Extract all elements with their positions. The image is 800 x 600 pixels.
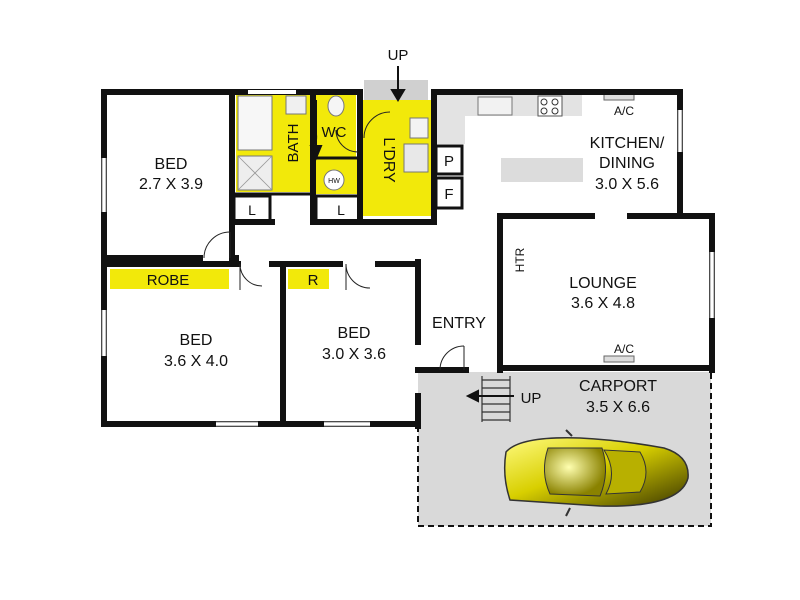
bed3-size: 3.0 X 3.6	[322, 346, 386, 363]
bed1-size: 2.7 X 3.9	[139, 176, 203, 193]
carport-size: 3.5 X 6.6	[586, 399, 650, 416]
bed2-name: BED	[180, 332, 213, 349]
kitchen-island	[501, 158, 583, 182]
hw-label: HW	[328, 178, 340, 185]
up-carport-label: UP	[521, 390, 542, 407]
bathtub	[237, 95, 273, 151]
up-top-label: UP	[388, 47, 409, 64]
laundry-label: L'DRY	[380, 137, 397, 183]
ac-kitchen-label: A/C	[614, 104, 634, 118]
lounge-size: 3.6 X 4.8	[571, 295, 635, 312]
heater-block	[497, 248, 503, 272]
bed3-name: BED	[338, 325, 371, 342]
heater-label: HTR	[513, 247, 527, 272]
bath-label: BATH	[285, 124, 302, 163]
linen-label-2: L	[337, 202, 345, 218]
entry-label: ENTRY	[432, 315, 486, 332]
up-arrow-carport	[465, 389, 514, 403]
toilet	[327, 95, 345, 117]
kitchen-name-1: KITCHEN/	[590, 135, 665, 152]
r-label: R	[308, 272, 319, 289]
linen-label-1: L	[248, 202, 256, 218]
robe-area	[110, 269, 229, 289]
laundry-machine	[409, 117, 429, 139]
bed1-name: BED	[155, 156, 188, 173]
kitchen-size: 3.0 X 5.6	[595, 176, 659, 193]
windows	[102, 90, 714, 426]
bath-basin	[285, 95, 307, 115]
robe-label: ROBE	[147, 272, 190, 289]
door-swings	[203, 111, 465, 371]
pantry-label: P	[444, 153, 454, 170]
fridge-label: F	[444, 186, 453, 203]
wc-label: WC	[322, 124, 347, 141]
carport-dashed-outline	[417, 372, 712, 527]
carport-name: CARPORT	[579, 378, 657, 395]
ac-unit-lounge	[603, 355, 635, 363]
laundry-trough	[403, 143, 429, 173]
hw-unit	[323, 169, 345, 191]
cooktop	[537, 95, 563, 117]
bed2-size: 3.6 X 4.0	[164, 353, 228, 370]
inner-thin-walls	[234, 156, 360, 196]
bath-arrow	[309, 100, 323, 161]
car-icon	[503, 429, 689, 517]
up-arrow-top	[390, 66, 406, 102]
kitchen-sink	[477, 96, 513, 116]
kitchen-name-2: DINING	[599, 155, 655, 172]
ac-lounge-label: A/C	[614, 342, 634, 356]
lounge-name: LOUNGE	[569, 275, 637, 292]
r-area	[288, 269, 329, 289]
